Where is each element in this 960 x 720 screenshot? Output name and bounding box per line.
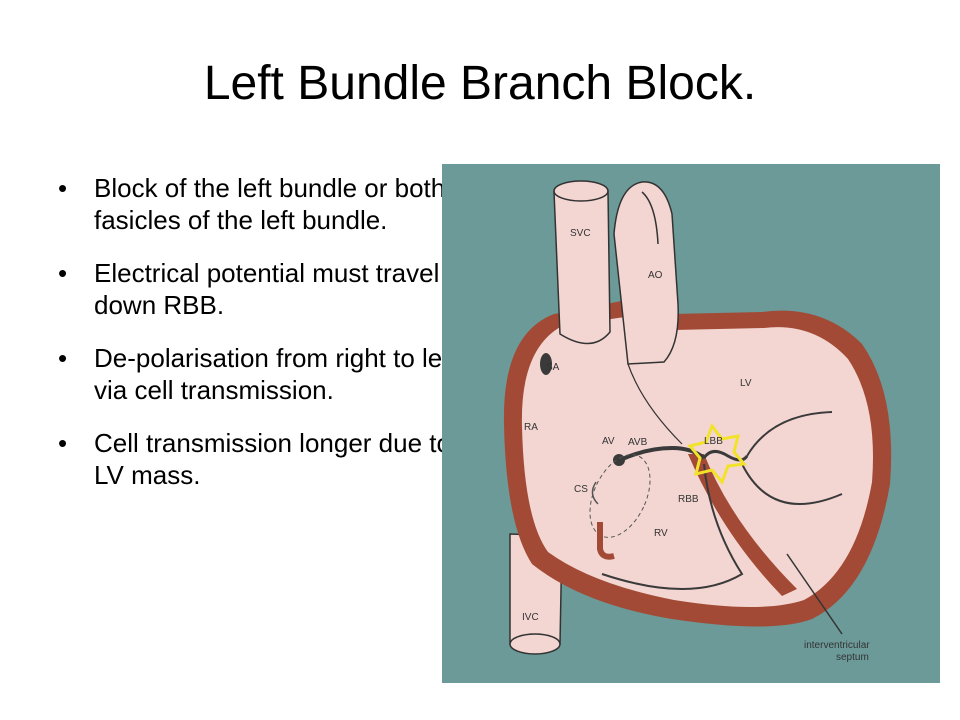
- aorta-vessel: [613, 181, 679, 365]
- label-septum-line1: interventricular: [804, 640, 870, 651]
- av-node: [613, 454, 625, 466]
- block-marker-icon: [687, 422, 747, 485]
- septum-pointer: [786, 553, 843, 635]
- bullet-item: • Electrical potential must travel down R…: [58, 257, 458, 321]
- right-bundle-branch: [601, 463, 744, 590]
- aorta-arch: [641, 191, 659, 245]
- lbb-fascicle-upper: [746, 411, 833, 457]
- label-lbb: LBB: [704, 436, 723, 447]
- label-avb: AVB: [628, 437, 648, 448]
- label-sa: SA: [546, 362, 560, 373]
- bullet-marker: •: [58, 343, 68, 373]
- interventricular-septum: [688, 454, 797, 596]
- bullet-text: De-polarisation from right to left via c…: [94, 343, 457, 405]
- coronary-sinus: [591, 481, 599, 505]
- label-septum-line2: septum: [836, 652, 869, 663]
- label-rbb: RBB: [678, 494, 699, 505]
- bullet-list: • Block of the left bundle or both fasicl…: [58, 172, 458, 512]
- label-cs: CS: [574, 484, 588, 495]
- bullet-item: • Block of the left bundle or both fasicl…: [58, 172, 458, 236]
- av-groove-line: [627, 363, 683, 445]
- label-ao: AO: [648, 270, 663, 281]
- heart-diagram-svg: SVC AO SA LV RA AV AVB LBB CS RBB RV IVC…: [442, 164, 940, 683]
- svc-opening: [553, 180, 609, 202]
- ra-valve: [597, 522, 615, 560]
- svc-vessel: [553, 191, 611, 345]
- bullet-marker: •: [58, 258, 68, 288]
- label-lv: LV: [740, 378, 752, 389]
- sa-node: [540, 353, 552, 375]
- label-av: AV: [602, 436, 615, 447]
- label-ra: RA: [524, 422, 538, 433]
- label-rv: RV: [654, 528, 668, 539]
- label-ivc: IVC: [522, 612, 539, 623]
- bullet-marker: •: [58, 173, 68, 203]
- bullet-marker: •: [58, 428, 68, 458]
- left-bundle-branch: [702, 450, 749, 462]
- bullet-text: Block of the left bundle or both fasicle…: [94, 173, 446, 235]
- bullet-item: • Cell transmission longer due to LV mass…: [58, 427, 458, 491]
- lbb-fascicle-lower: [741, 463, 843, 505]
- bullet-text: Electrical potential must travel down RB…: [94, 258, 440, 320]
- bullet-text: Cell transmission longer due to LV mass.: [94, 428, 451, 490]
- slide-title: Left Bundle Branch Block.: [203, 57, 757, 110]
- bullet-item: • De-polarisation from right to left via …: [58, 342, 458, 406]
- label-svc: SVC: [570, 228, 591, 239]
- heart-diagram: SVC AO SA LV RA AV AVB LBB CS RBB RV IVC…: [442, 164, 940, 683]
- ivc-opening: [509, 633, 561, 655]
